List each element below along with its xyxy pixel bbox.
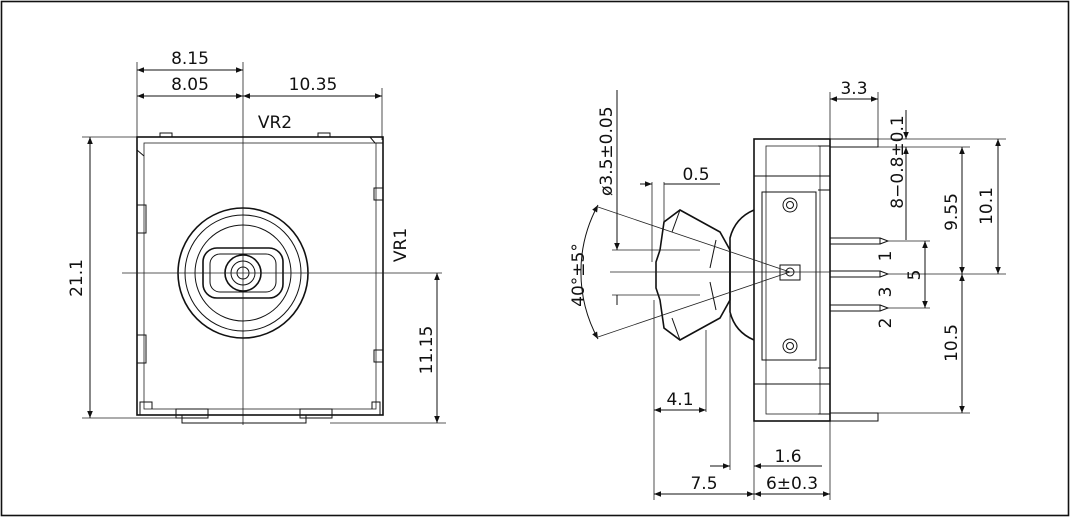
dim-height-lower: 11.15: [417, 326, 437, 375]
dim-offset: 1.6: [774, 447, 801, 467]
shaft-flange: [729, 209, 755, 341]
dim-height-total: 21.1: [67, 259, 87, 297]
dim-terminal-spacing: 3.3: [840, 79, 867, 99]
dim-pin-pitch: 5: [905, 270, 925, 281]
dim-upper-a: 9.55: [942, 193, 962, 231]
dim-shaft-length: 4.1: [666, 390, 693, 410]
dim-depth-left: 7.5: [690, 474, 717, 494]
side-view: ø3.5±0.05 0.5 40°±5° 4.1 1.6 7.5 6±0.3 3…: [569, 79, 1006, 500]
dim-lower: 10.5: [942, 324, 962, 362]
label-vr1: VR1: [391, 228, 411, 262]
pin-label-2: 2: [876, 318, 896, 329]
dim-depth-right: 6±0.3: [766, 474, 818, 494]
shaft-body: [655, 209, 731, 341]
dim-angle: 40°±5°: [569, 243, 589, 307]
pin-label-3: 3: [876, 287, 896, 298]
front-view: 8.15 8.05 10.35 VR2: [67, 49, 446, 425]
side-body-outline: [753, 138, 831, 422]
label-vr2: VR2: [258, 113, 292, 133]
pin-3-lead: [829, 270, 881, 278]
terminal-top: [829, 138, 879, 148]
dim-flat: 0.5: [682, 165, 709, 185]
angle-arc: [580, 204, 599, 340]
dim-upper-b: 10.1: [977, 187, 997, 225]
pin-1-lead: [829, 237, 881, 245]
dim-shaft-diameter: ø3.5±0.05: [597, 106, 617, 196]
dim-width-top: 8.15: [171, 49, 209, 69]
pin-2-lead: [829, 304, 881, 312]
dim-width-right: 10.35: [289, 75, 338, 95]
terminal-bottom: [829, 412, 879, 422]
dim-terminal-pitch: 8−0.8±0.1: [888, 115, 908, 208]
dim-width-left: 8.05: [171, 75, 209, 95]
pin-label-1: 1: [876, 251, 896, 262]
